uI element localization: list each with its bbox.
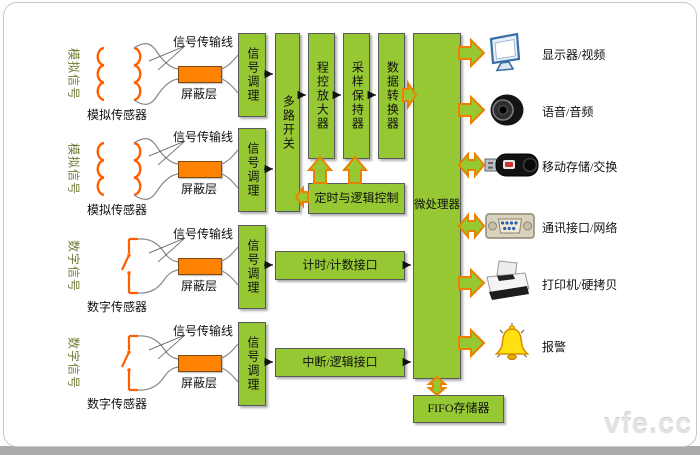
sample-hold-block: 采样保持器: [343, 33, 370, 159]
signal-conditioner-block: 信号调理: [238, 33, 266, 117]
transmission-line-label: 信号传输线: [173, 35, 234, 49]
shield-label: 屏蔽层: [181, 376, 218, 390]
signal-type-label: 数字信号: [66, 336, 81, 390]
peripheral-label: 通讯接口/网络: [542, 221, 618, 235]
counter-interface-block: 计时/计数接口: [275, 251, 405, 280]
signal-conditioner-block: 信号调理: [238, 225, 266, 309]
shield-label: 屏蔽层: [181, 279, 218, 293]
shield-box: [178, 258, 222, 275]
signal-type-label: 模拟信号: [66, 47, 81, 101]
peripheral-label: 语音/音频: [542, 105, 594, 119]
fifo-block: FIFO存储器: [413, 395, 504, 423]
timing-logic-block: 定时与逻辑控制: [308, 183, 405, 214]
alarm-bell-icon: [492, 321, 532, 372]
printer-icon: [483, 259, 531, 311]
signal-conditioner-block: 信号调理: [238, 322, 266, 406]
speaker-icon: [486, 90, 526, 135]
peripheral-label: 显示器/视频: [542, 48, 606, 62]
monitor-icon: [486, 32, 524, 79]
watermark: vfe.cc: [604, 408, 693, 440]
signal-type-label: 数字信号: [66, 239, 81, 293]
data-converter-block: 数据转换器: [378, 33, 405, 159]
usb-drive-icon: [483, 149, 541, 186]
transmission-line-label: 信号传输线: [173, 130, 234, 144]
signal-type-label: 模拟信号: [66, 142, 81, 196]
transmission-line-label: 信号传输线: [173, 324, 234, 338]
sensor-name-label: 模拟传感器: [87, 203, 148, 217]
shield-box: [178, 161, 222, 178]
mux-block: 多路开关: [275, 33, 300, 212]
peripheral-label: 移动存储/交换: [542, 160, 618, 174]
sensor-name-label: 数字传感器: [87, 300, 148, 314]
mcu-block: 微处理器: [413, 33, 461, 379]
sensor-name-label: 数字传感器: [87, 397, 148, 411]
signal-conditioner-block: 信号调理: [238, 128, 266, 212]
amp-block: 程控放大器: [308, 33, 335, 159]
peripheral-label: 报警: [542, 340, 567, 354]
interrupt-interface-block: 中断/逻辑接口: [275, 348, 405, 377]
bottom-strip: [0, 446, 700, 455]
shield-label: 屏蔽层: [181, 87, 218, 101]
transmission-line-label: 信号传输线: [173, 227, 234, 241]
peripheral-label: 打印机/硬拷贝: [542, 278, 618, 292]
serial-port-icon: [485, 208, 535, 249]
shield-box: [178, 355, 222, 372]
shield-label: 屏蔽层: [181, 182, 218, 196]
shield-box: [178, 66, 222, 83]
sensor-name-label: 模拟传感器: [87, 108, 148, 122]
